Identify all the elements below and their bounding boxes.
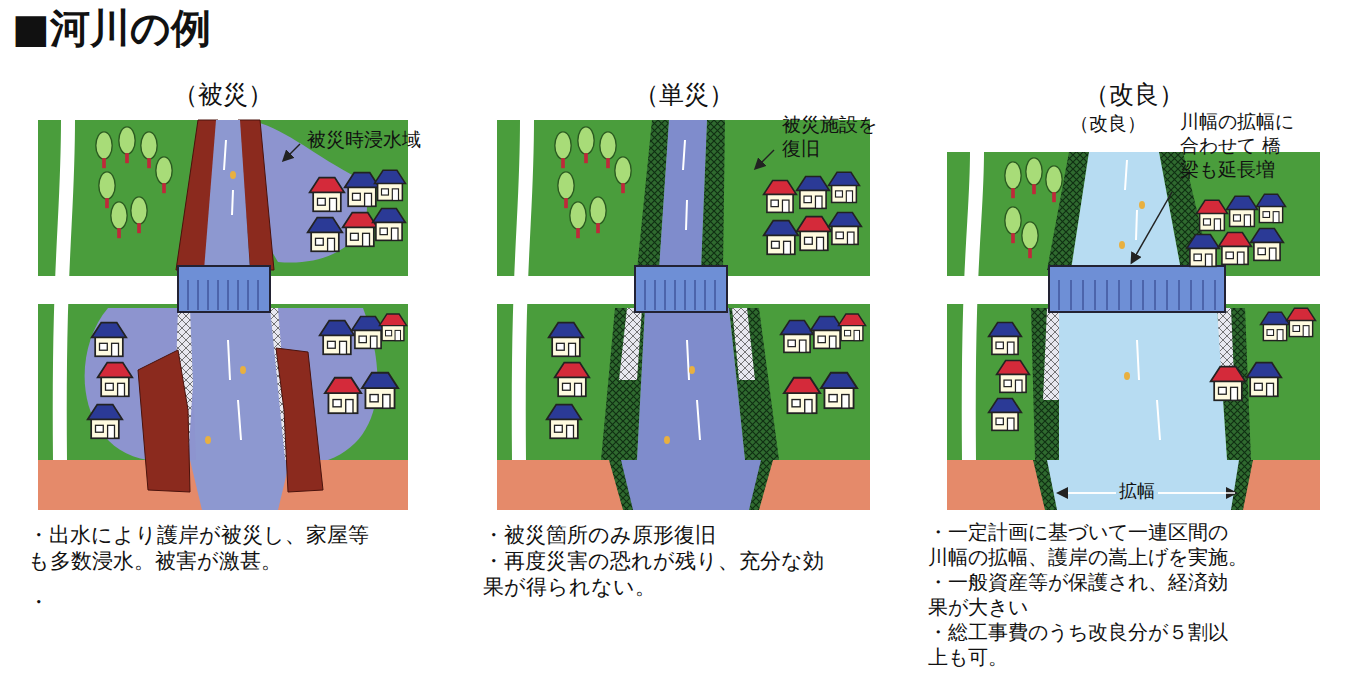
callout-label: 川幅の拡幅に 合わせて 橋梁も延長増 (1180, 110, 1300, 181)
note-text: ・出水により護岸が被災し、家屋等 も多数浸水。被害が激甚。 (28, 522, 372, 575)
disaster-panel (38, 120, 408, 510)
note-text: ・再度災害の恐れが残り、充分な効 果が得られない。 (483, 548, 827, 601)
panel-heading: （単災） (497, 80, 870, 110)
note-text: ・ (28, 589, 49, 615)
dimension-label: 拡幅 (1116, 480, 1158, 503)
sub-heading: （改良） (1070, 112, 1146, 136)
improvement-panel (947, 152, 1320, 510)
callout-label: 被災時浸水域 (307, 128, 421, 152)
repair-panel (497, 120, 870, 510)
note-text: ・一定計画に基づいて一連区間の 川幅の拡幅、護岸の嵩上げを実施。 (928, 520, 1250, 570)
callout-label: 被災施設を 復旧 (782, 113, 883, 161)
note-text: ・総工事費のうち改良分が５割以 上も可。 (928, 620, 1250, 670)
panel-heading: （被災） (38, 80, 408, 110)
note-text: ・一般資産等が保護され、経済効 果が大きい (928, 570, 1250, 620)
diagram-title: ■河川の例 (12, 4, 211, 52)
note-text: ・被災箇所のみ原形復旧 (483, 522, 827, 548)
panel-heading: （改良） (947, 80, 1320, 110)
